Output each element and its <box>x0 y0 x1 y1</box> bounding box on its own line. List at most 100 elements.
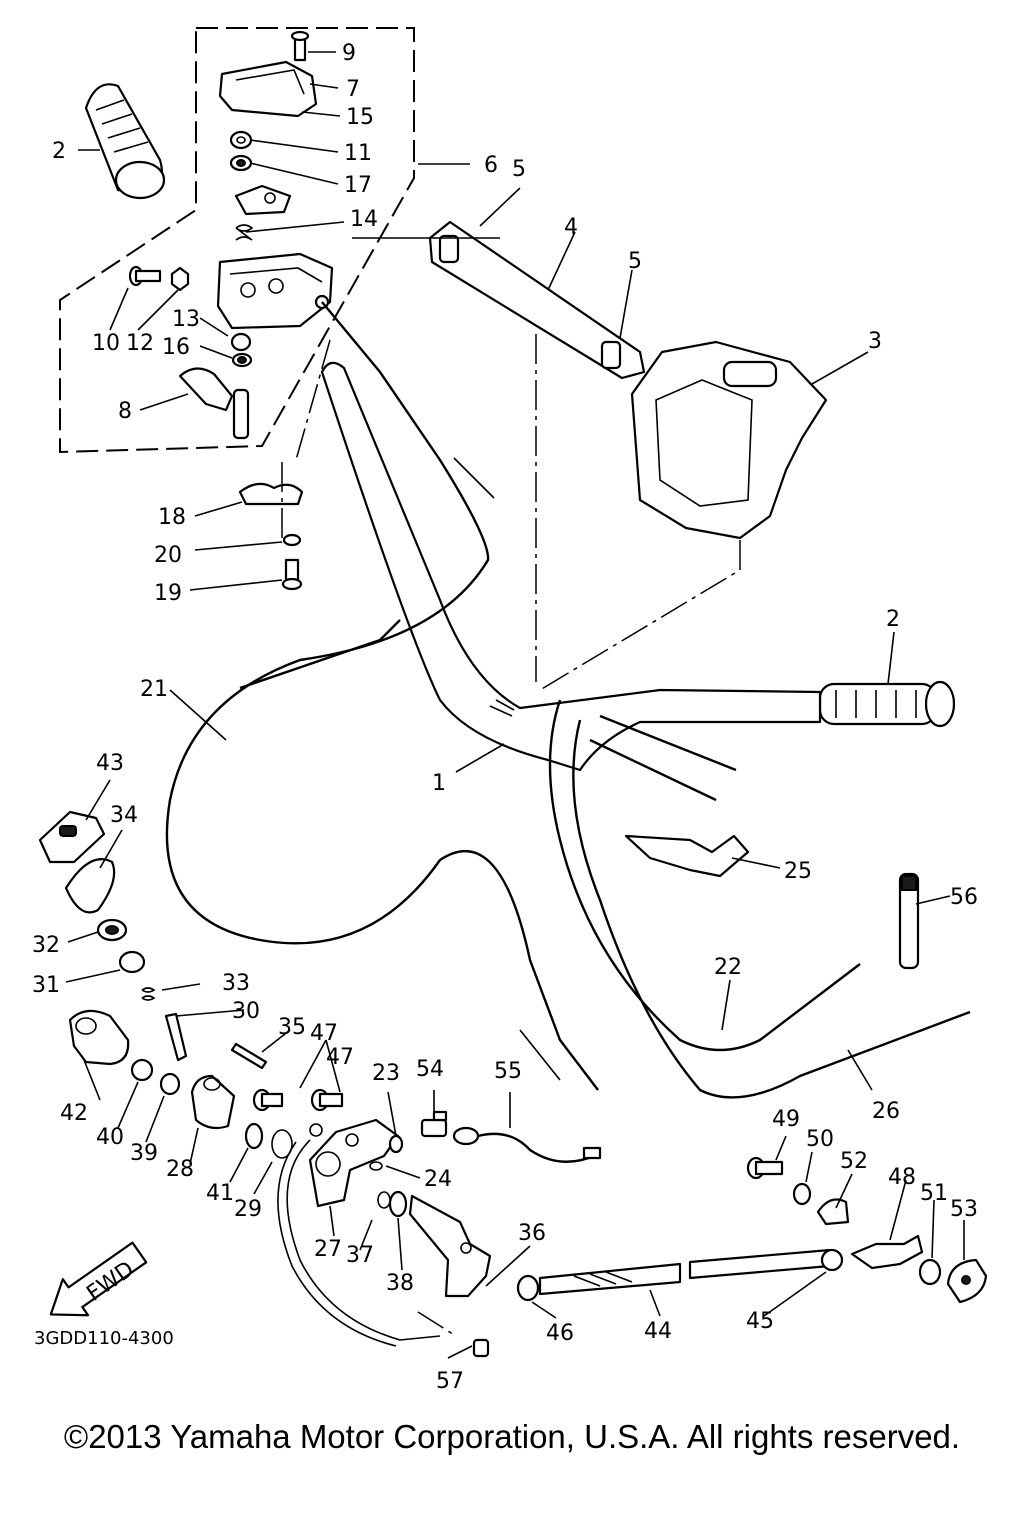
callout-40: 40 <box>96 1125 124 1150</box>
washer-39 <box>159 1072 181 1096</box>
grip-left-2 <box>84 83 166 200</box>
callout-9: 9 <box>342 41 356 66</box>
grip-right-2 <box>818 680 956 728</box>
callout-41: 41 <box>206 1181 234 1206</box>
callout-3: 3 <box>868 329 882 354</box>
brake-cable-26 <box>572 719 971 1099</box>
bolt-47a <box>252 1088 284 1112</box>
bolt-49 <box>746 1156 784 1180</box>
washer-11 <box>229 130 253 150</box>
callout-47b: 47 <box>326 1045 354 1070</box>
collar-13 <box>230 332 252 352</box>
nut-32 <box>96 918 128 942</box>
bracket-25 <box>624 834 750 878</box>
callout-33: 33 <box>222 971 250 996</box>
collar-51 <box>918 1258 942 1286</box>
callout-4: 4 <box>564 215 578 240</box>
nut-46 <box>516 1274 540 1302</box>
handlebar-cover-3 <box>630 340 828 540</box>
callout-23: 23 <box>372 1061 400 1086</box>
callout-50: 50 <box>806 1127 834 1152</box>
callout-26: 26 <box>872 1099 900 1124</box>
callout-2-right: 2 <box>886 607 900 632</box>
nut-12 <box>170 266 190 292</box>
lever-shaft-30 <box>164 1012 188 1062</box>
callout-31: 31 <box>32 973 60 998</box>
callout-14: 14 <box>350 207 378 232</box>
lever-plate <box>234 184 292 216</box>
callout-19: 19 <box>154 581 182 606</box>
callout-45: 45 <box>746 1309 774 1334</box>
washer-38 <box>388 1190 408 1218</box>
washer-20 <box>282 533 302 547</box>
spring-14 <box>235 224 254 241</box>
callout-15: 15 <box>346 105 374 130</box>
callout-34: 34 <box>110 803 138 828</box>
callout-47a: 47 <box>310 1021 338 1046</box>
screw-9 <box>290 30 310 62</box>
callout-42: 42 <box>60 1101 88 1126</box>
copyright-notice: ©2013 Yamaha Motor Corporation, U.S.A. A… <box>63 1418 961 1455</box>
callout-1: 1 <box>432 771 446 796</box>
callout-48: 48 <box>888 1165 916 1190</box>
callout-52: 52 <box>840 1149 868 1174</box>
callout-57: 57 <box>436 1369 464 1394</box>
callout-32: 32 <box>32 933 60 958</box>
callout-38: 38 <box>386 1271 414 1296</box>
callout-21: 21 <box>140 677 168 702</box>
holder-42 <box>68 1009 130 1066</box>
fwd-arrow-icon <box>49 1241 148 1317</box>
throttle-assembly-dashed-box <box>59 27 415 454</box>
switch-54 <box>420 1110 448 1138</box>
callout-28: 28 <box>166 1157 194 1182</box>
callout-18: 18 <box>158 505 186 530</box>
callout-55: 55 <box>494 1059 522 1084</box>
callout-29: 29 <box>234 1197 262 1222</box>
oring-24 <box>369 1161 383 1171</box>
brake-hose <box>286 1139 441 1341</box>
screw-10 <box>128 265 162 287</box>
bolt-57 <box>472 1338 490 1358</box>
callout-51: 51 <box>920 1181 948 1206</box>
oring-41 <box>244 1122 264 1150</box>
throttle-housing <box>216 252 334 330</box>
washer-16 <box>231 352 253 368</box>
throttle-lever-8 <box>178 367 250 440</box>
bolt-19 <box>281 558 303 591</box>
callout-16: 16 <box>162 335 190 360</box>
callout-44: 44 <box>644 1319 672 1344</box>
callout-37: 37 <box>346 1243 374 1268</box>
throttle-cover-7 <box>218 60 318 118</box>
callout-54: 54 <box>416 1057 444 1082</box>
nut-40 <box>130 1058 154 1082</box>
callout-35: 35 <box>278 1015 306 1040</box>
callout-17: 17 <box>344 173 372 198</box>
callout-36: 36 <box>518 1221 546 1246</box>
callout-56: 56 <box>950 885 978 910</box>
callout-43: 43 <box>96 751 124 776</box>
nut-31 <box>118 950 146 974</box>
callout-30: 30 <box>232 999 260 1024</box>
washer-17 <box>229 154 253 172</box>
bolt-47b <box>310 1088 344 1112</box>
callout-labels: 1 2 2 3 4 5 5 6 7 8 9 10 11 12 13 14 15 … <box>32 41 978 1394</box>
callout-46: 46 <box>546 1321 574 1346</box>
callout-8: 8 <box>118 399 132 424</box>
callout-13: 13 <box>172 307 200 332</box>
pin-52 <box>816 1198 850 1226</box>
cap-53 <box>946 1258 988 1304</box>
joint-48 <box>850 1234 924 1270</box>
lead-55 <box>452 1126 602 1163</box>
callout-39: 39 <box>130 1141 158 1166</box>
callout-6: 6 <box>484 153 498 178</box>
washer-50 <box>792 1182 812 1206</box>
brake-lever-cover-43 <box>38 810 106 864</box>
callout-27: 27 <box>314 1237 342 1262</box>
callout-49: 49 <box>772 1107 800 1132</box>
brake-lever-36 <box>408 1194 492 1298</box>
adjuster-28 <box>190 1074 236 1130</box>
callout-7: 7 <box>346 77 360 102</box>
drawing-code: 3GDD110-4300 <box>34 1328 174 1349</box>
spring-33 <box>141 987 156 1001</box>
callout-53: 53 <box>950 1197 978 1222</box>
